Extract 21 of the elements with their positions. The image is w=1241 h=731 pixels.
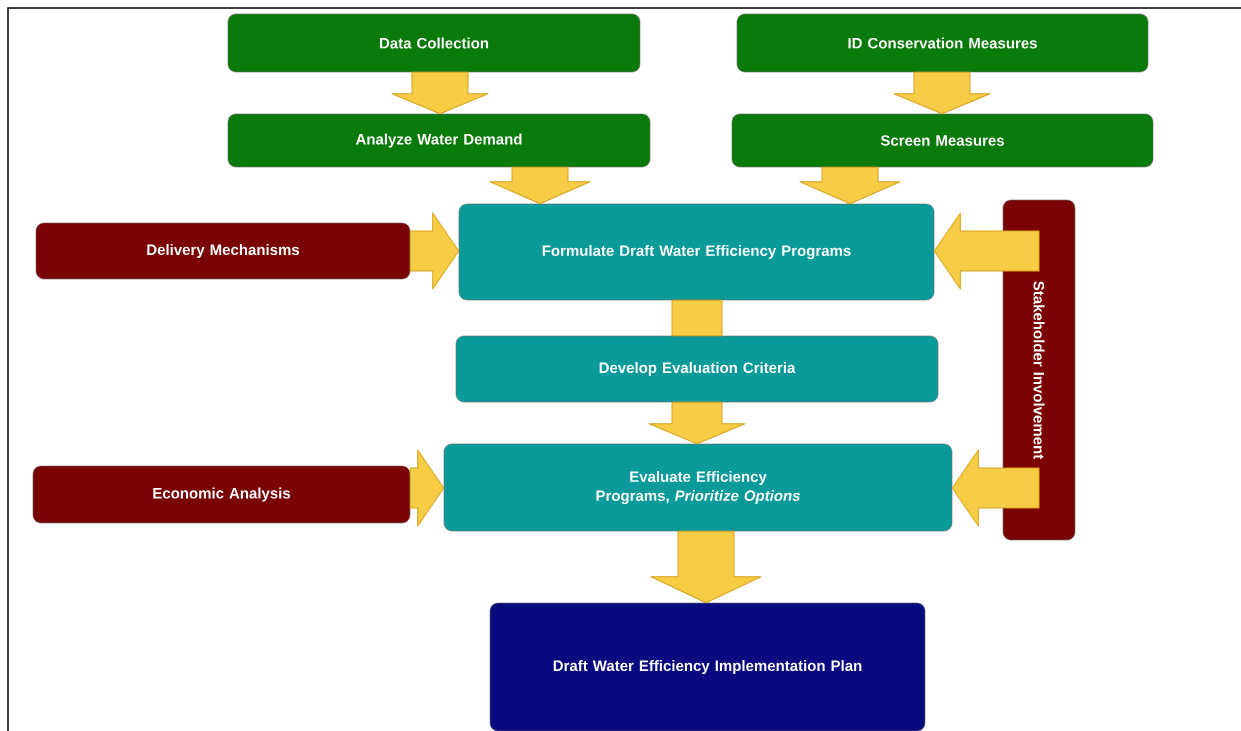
input-box: Delivery Mechanisms	[35, 222, 411, 280]
block-arrow	[648, 401, 746, 445]
block-arrow	[489, 166, 591, 205]
block-arrow	[671, 299, 723, 337]
process-box: Analyze Water Demand	[227, 113, 651, 168]
block-arrow	[933, 212, 1040, 290]
process-box: Formulate Draft Water Efficiency Programs	[458, 203, 935, 301]
block-arrow	[409, 449, 445, 527]
block-arrow	[391, 71, 489, 115]
process-box: ID Conservation Measures	[736, 13, 1149, 73]
input-box: Economic Analysis	[32, 465, 411, 524]
process-box: Screen Measures	[731, 113, 1154, 168]
process-box: Evaluate Efficiency Programs, Prioritize Options	[443, 443, 953, 532]
block-arrow	[409, 212, 460, 290]
output-box: Draft Water Efficiency Implementation Plan	[489, 602, 926, 731]
block-arrow	[650, 530, 762, 604]
process-box: Develop Evaluation Criteria	[455, 335, 939, 403]
process-box: Data Collection	[227, 13, 641, 73]
block-arrow	[951, 449, 1040, 527]
block-arrow	[799, 166, 901, 205]
block-arrow	[893, 71, 991, 115]
